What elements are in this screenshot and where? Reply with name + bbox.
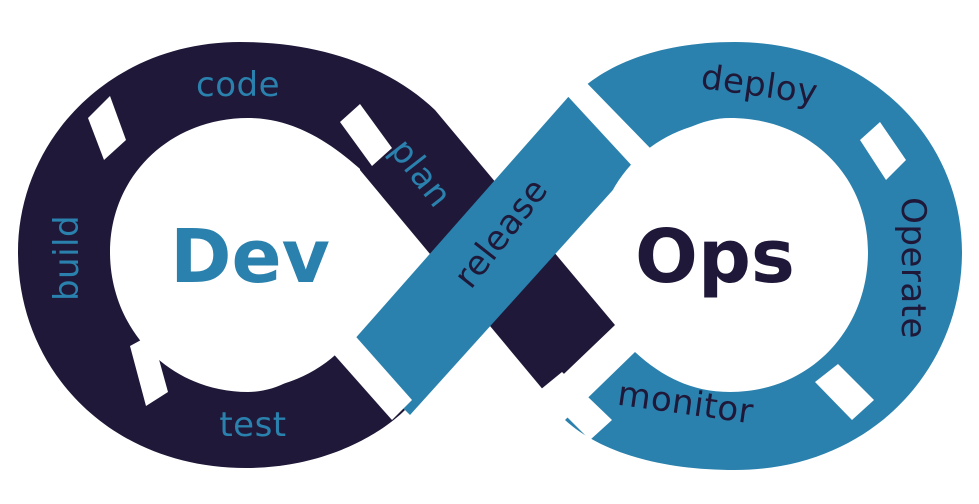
separator-test-release <box>330 330 412 420</box>
dev-ring-body <box>18 42 435 468</box>
separator-operate-monitor <box>815 364 874 420</box>
separator-code-plan <box>340 104 392 166</box>
ops-ring-body <box>565 42 962 470</box>
release-band <box>345 95 640 415</box>
separator-monitor-plan <box>540 372 612 440</box>
stage-label-build: build <box>47 215 87 301</box>
stage-label-test: test <box>219 405 286 445</box>
dev-center-disc <box>112 121 380 389</box>
separator-release-deploy <box>562 76 652 168</box>
dev-ring <box>18 42 435 468</box>
ops-ring <box>565 42 962 470</box>
stage-label-code: code <box>196 65 280 105</box>
separator-build-test <box>130 334 168 406</box>
dev-title: Dev <box>170 214 330 300</box>
ops-center-disc <box>596 121 864 389</box>
stage-label-operate: Operate <box>893 197 933 339</box>
ops-title: Ops <box>635 214 795 300</box>
separator-deploy-operate <box>860 122 906 180</box>
segment-separators <box>88 76 906 440</box>
separator-code-build <box>88 96 126 160</box>
